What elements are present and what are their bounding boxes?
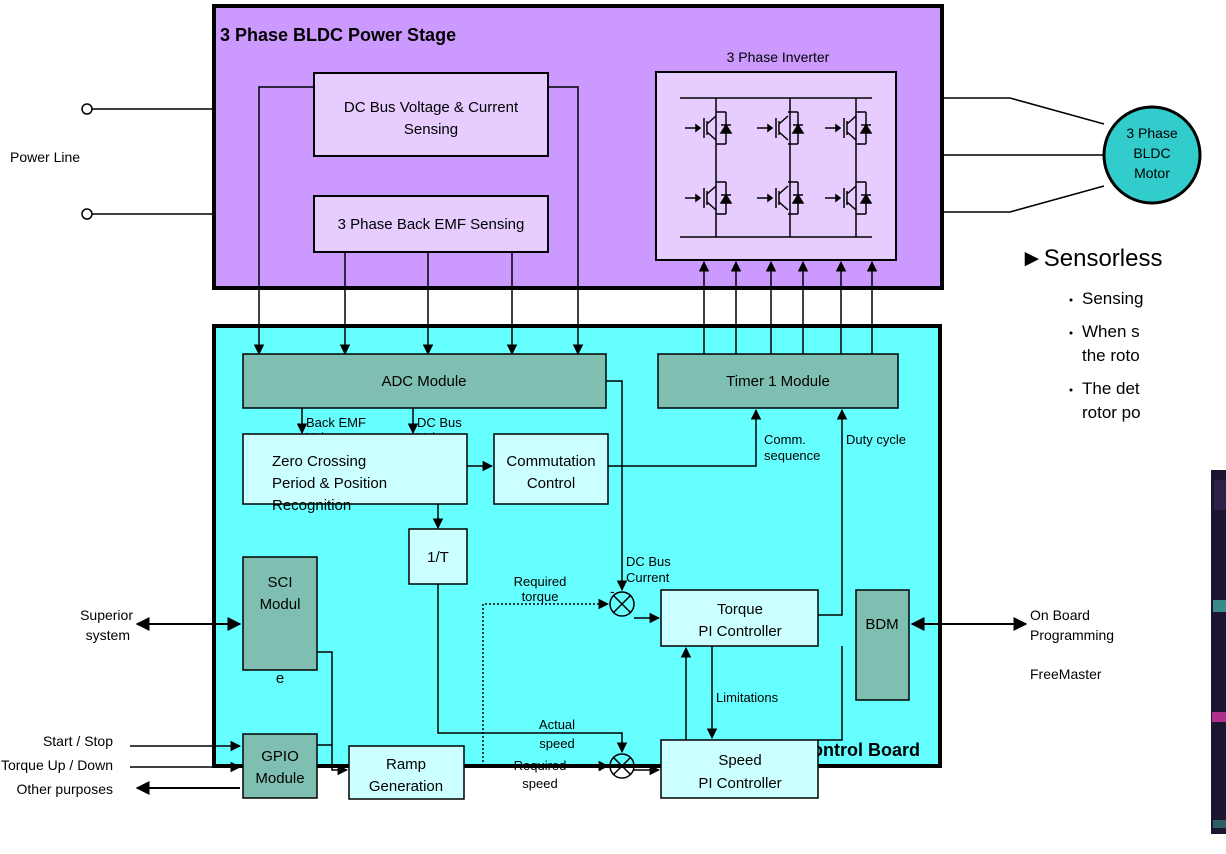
ramp-line2: Generation <box>369 778 443 795</box>
sci-line1: SCI <box>267 574 292 591</box>
torque-pi-line1: Torque <box>717 601 763 618</box>
inverter-switches-icon <box>680 97 872 238</box>
power-line-terminal-top <box>81 103 93 115</box>
gpio-line2: Module <box>255 770 304 787</box>
speed-pi-line1: Speed <box>718 752 761 769</box>
motor-label-line2: BLDC <box>1133 145 1170 161</box>
bullet-1: Sensing <box>1082 289 1143 308</box>
comm-sequence-line2: sequence <box>764 448 820 463</box>
dc-bus-sensing-line2: Sensing <box>404 121 458 138</box>
gpio-line1: GPIO <box>261 748 299 765</box>
inverter-title: 3 Phase Inverter <box>727 49 830 65</box>
torque-updown-label: Torque Up / Down <box>1 757 113 773</box>
zero-crossing-line3: Recognition <box>272 497 351 514</box>
back-emf-signal-line1: Back EMF <box>306 415 366 430</box>
ramp-line1: Ramp <box>386 756 426 773</box>
torque-summing-junction <box>609 591 635 617</box>
bullet-4: The det <box>1082 379 1140 398</box>
actual-speed-line2: speed <box>539 736 574 751</box>
comm-sequence-line1: Comm. <box>764 432 806 447</box>
duty-cycle-label: Duty cycle <box>846 432 906 447</box>
commutation-line1: Commutation <box>506 453 595 470</box>
bldc-motor <box>1102 105 1202 205</box>
freemaster-label: FreeMaster <box>1030 666 1102 682</box>
gpio-module <box>242 733 318 799</box>
timer1-module-label: Timer 1 Module <box>726 373 830 390</box>
superior-system-line1: Superior <box>80 607 133 623</box>
motor-label-line1: 3 Phase <box>1126 125 1178 141</box>
speed-pi-line2: PI Controller <box>698 775 781 792</box>
bullet-5: rotor po <box>1082 403 1141 422</box>
speed-pi-controller <box>660 739 819 799</box>
bdm-module <box>855 589 910 701</box>
power-line-label: Power Line <box>10 149 80 165</box>
zero-crossing-line2: Period & Position <box>272 475 387 492</box>
power-stage-title: 3 Phase BLDC Power Stage <box>220 25 456 45</box>
sensorless-heading: ►Sensorless <box>1020 245 1162 272</box>
on-board-line1: On Board <box>1030 607 1090 623</box>
bdm-label: BDM <box>865 616 898 633</box>
dc-bus-sensing-block <box>313 72 549 157</box>
zero-crossing-line1: Zero Crossing <box>272 453 366 470</box>
dc-bus-current-line1: DC Bus <box>626 554 671 569</box>
zero-crossing-block <box>242 433 468 505</box>
adc-module <box>242 353 607 409</box>
superior-system-line2: system <box>86 627 130 643</box>
inverse-period-label: 1/T <box>427 549 449 566</box>
limitations-label: Limitations <box>716 690 779 705</box>
torque-pi-controller <box>660 589 819 647</box>
actual-speed-line1: Actual <box>539 717 575 732</box>
minus-sign: - <box>610 583 615 599</box>
required-speed-line2: speed <box>522 776 557 791</box>
adc-module-label: ADC Module <box>381 373 466 390</box>
bullet-dots <box>1069 298 1073 392</box>
start-stop-label: Start / Stop <box>43 733 113 749</box>
bullet-3: the roto <box>1082 346 1140 365</box>
on-board-line2: Programming <box>1030 627 1114 643</box>
commutation-control-block <box>493 433 609 505</box>
required-torque-line2: torque <box>522 589 559 604</box>
dc-bus-voltage-signal-line1: DC Bus <box>417 415 462 430</box>
ramp-generation-block <box>348 745 465 800</box>
motor-label-line3: Motor <box>1134 165 1170 181</box>
required-torque-line1: Required <box>514 574 567 589</box>
speed-summing-junction <box>609 753 635 779</box>
board-photo-crop <box>1211 470 1226 834</box>
required-speed-line1: Required <box>514 758 567 773</box>
power-line-terminal-bottom <box>81 208 93 220</box>
inverse-period-block <box>408 528 468 585</box>
dc-bus-current-line2: Current <box>626 570 670 585</box>
inverter-block <box>655 71 897 261</box>
sci-module <box>242 556 318 671</box>
torque-pi-line2: PI Controller <box>698 623 781 640</box>
other-purposes-label: Other purposes <box>17 781 114 797</box>
dc-bus-sensing-line1: DC Bus Voltage & Current <box>344 99 519 116</box>
sci-line3: e <box>276 670 284 687</box>
commutation-line2: Control <box>527 475 575 492</box>
plus-sign: + <box>596 759 604 775</box>
bullet-2: When s <box>1082 322 1140 341</box>
back-emf-sensing-block <box>313 195 549 253</box>
sensorless-bullets: Sensing When s the roto The det rotor po <box>1082 289 1143 422</box>
back-emf-sensing-label: 3 Phase Back EMF Sensing <box>338 216 525 233</box>
timer1-module <box>657 353 899 409</box>
sci-line2: Modul <box>260 596 301 613</box>
